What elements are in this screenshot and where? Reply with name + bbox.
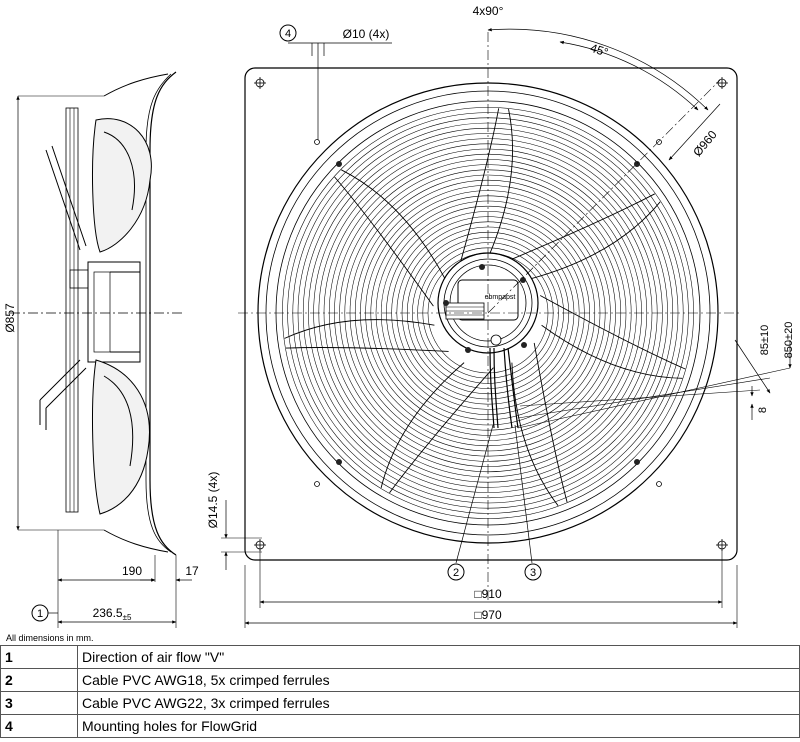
grille-ring (344, 169, 632, 457)
fan-blade (341, 108, 500, 279)
callout-4-number: 4 (285, 28, 291, 40)
legend-text: Direction of air flow "V" (77, 645, 800, 669)
corner-holes (254, 77, 728, 551)
dim-236-label: 236.5±5 (93, 606, 132, 622)
angle-arc-45 (559, 40, 699, 111)
fan-blades (284, 108, 686, 506)
guard-strip (65, 107, 79, 513)
label-4x90: 4x90° (473, 4, 504, 18)
units-note: All dimensions in mm. (6, 633, 94, 643)
cable-awg22 (503, 347, 513, 429)
fan-blade (533, 324, 683, 503)
callout-2-circle (447, 563, 465, 581)
fan-blade (285, 347, 465, 489)
grille-ring (308, 133, 668, 493)
side-view (10, 71, 192, 628)
label-910: □910 (474, 587, 502, 601)
legend-text: Cable PVC AWG22, 3x crimped ferrules (77, 691, 800, 715)
cable-awg18 (489, 347, 495, 429)
callout-2-number: 2 (453, 567, 459, 579)
upper-blade (92, 118, 152, 253)
label-85: 85±10 (759, 325, 771, 356)
fan-blade (284, 176, 435, 339)
nozzle-profile (149, 71, 177, 556)
technical-drawing: Ø857 190 17 236.5±5 1 (3, 4, 795, 628)
callout-3-circle (524, 563, 542, 581)
label-850: 850±20 (783, 322, 795, 359)
label-970: □970 (474, 608, 502, 622)
legend-number: 4 (0, 714, 78, 738)
front-view (221, 24, 792, 628)
fan-blade (487, 108, 656, 262)
label-dia-10: Ø10 (4x) (343, 27, 390, 41)
label-45: 45° (588, 41, 610, 60)
legend-text: Mounting holes for FlowGrid (77, 714, 800, 738)
strut-lower (39, 359, 87, 409)
callout-3-number: 3 (530, 567, 536, 579)
label-14-5: Ø14.5 (4x) (206, 472, 220, 529)
dim-190-label: 190 (122, 564, 142, 578)
lower-blade (92, 359, 150, 515)
legend-number: 3 (0, 691, 78, 715)
callout-1-number: 1 (37, 608, 43, 620)
flowgrid-holes (314, 139, 662, 487)
legend-text: Cable PVC AWG18, 5x crimped ferrules (77, 668, 800, 692)
motor-label: ebmpapst (485, 294, 516, 301)
fan-blade (389, 362, 559, 506)
legend-number: 1 (0, 645, 78, 669)
side-view-labels: Ø857 190 17 236.5±5 1 (3, 303, 199, 622)
strut-upper (45, 145, 87, 251)
angle-arc-4x90 (487, 28, 709, 111)
dim-17-label: 17 (185, 564, 199, 578)
legend-number: 2 (0, 668, 78, 692)
label-8: 8 (757, 407, 769, 413)
grille-fixings (336, 161, 640, 465)
fan-blade (530, 201, 686, 370)
motor-body (87, 261, 141, 363)
callout-4-circle (279, 24, 297, 42)
dim-857-label: Ø857 (3, 303, 17, 333)
